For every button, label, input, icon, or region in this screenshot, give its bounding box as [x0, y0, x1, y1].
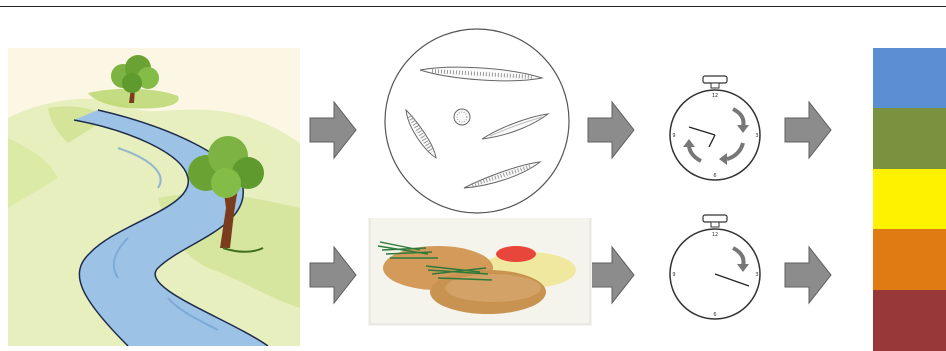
timer-label-12: 12	[712, 232, 718, 238]
timer-label-3: 3	[755, 133, 758, 139]
timer-label-3: 3	[755, 272, 758, 278]
stopwatch-icon: 12 3 6 9	[665, 73, 767, 185]
color-band-yellow	[873, 169, 946, 230]
right-arrow-icon	[308, 100, 358, 160]
top-divider-line	[0, 6, 946, 7]
color-band-green	[873, 108, 946, 169]
right-arrow-icon	[586, 100, 636, 160]
river-landscape-illustration	[8, 48, 300, 346]
sediment-biofilm-illustration	[368, 218, 592, 326]
timer-label-6: 6	[713, 173, 716, 179]
color-band-blue	[873, 48, 946, 109]
diatom-microscope-view	[382, 26, 572, 216]
right-arrow-icon	[783, 245, 833, 305]
timer-label-12: 12	[712, 93, 718, 99]
right-arrow-icon	[586, 245, 636, 305]
color-band-orange	[873, 229, 946, 290]
right-arrow-icon	[308, 245, 358, 305]
color-band-red	[873, 290, 946, 351]
stopwatch-icon: 12 3 6 9	[665, 212, 767, 324]
timer-label-9: 9	[672, 133, 675, 139]
diatom-centric	[454, 109, 470, 125]
timer-label-6: 6	[713, 312, 716, 318]
right-arrow-icon	[783, 100, 833, 160]
timer-label-9: 9	[672, 272, 675, 278]
